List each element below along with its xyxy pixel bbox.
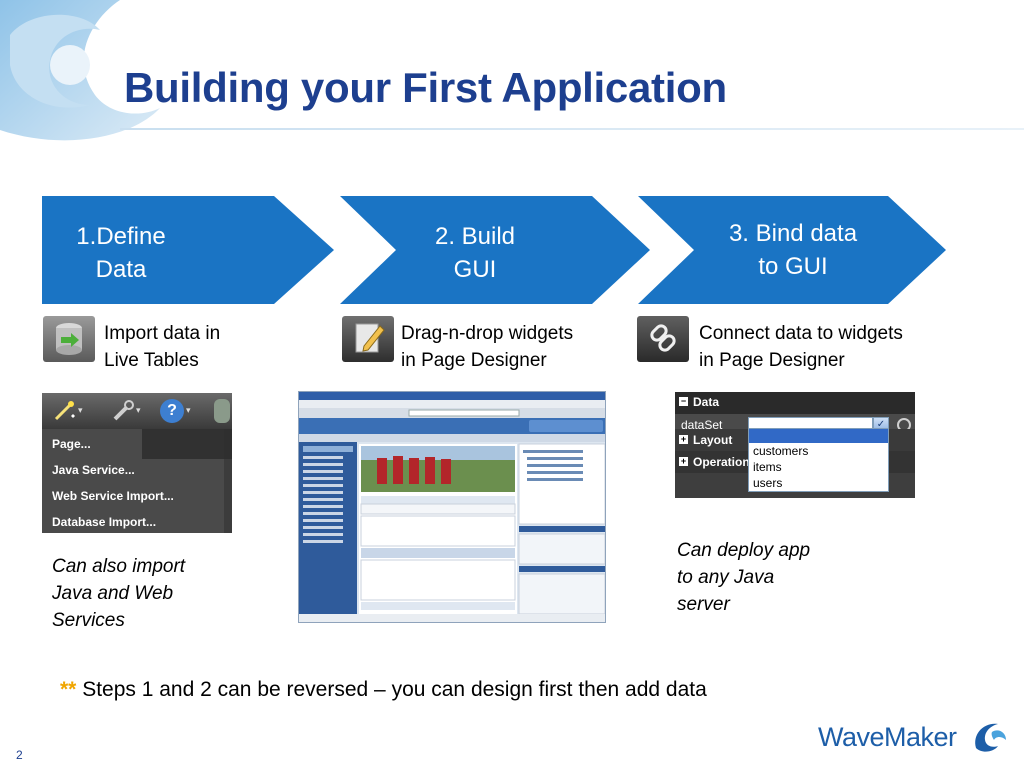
desc-1-line1: Import data in: [104, 323, 221, 344]
step-3-line2: to GUI: [758, 253, 828, 280]
collapse-icon: −: [679, 396, 688, 406]
step-1-line2: Data: [95, 256, 147, 283]
wave-logo-decoration: [0, 0, 160, 141]
menu-item-web-service-import[interactable]: Web Service Import...: [52, 489, 174, 503]
desc-2-line1: Drag-n-drop widgets: [401, 323, 574, 344]
footer-note: ** Steps 1 and 2 can be reversed – you c…: [60, 678, 707, 702]
step-3-line1: 3. Bind data: [728, 220, 858, 247]
step-2-line1: 2. Build: [434, 223, 516, 250]
step-2-chevron: 2. Build GUI: [340, 196, 650, 304]
footer-text: Steps 1 and 2 can be reversed – you can …: [76, 678, 707, 701]
chevron-down-icon: ▾: [136, 405, 141, 415]
desc-3-line2: in Page Designer: [699, 350, 845, 371]
dropdown-option-customers[interactable]: customers: [753, 444, 809, 458]
page-title: Building your First Application: [124, 64, 727, 111]
database-import-icon: [43, 316, 95, 362]
note-left-line1: Can also import: [52, 556, 186, 577]
dropdown-option-items[interactable]: items: [753, 460, 782, 474]
help-icon: ?: [160, 399, 184, 423]
menu-item-java-service[interactable]: Java Service...: [52, 463, 135, 477]
operation-label: Operation: [693, 455, 750, 469]
desc-2-line2: in Page Designer: [401, 350, 547, 371]
header-divider: [120, 128, 1024, 130]
magic-wand-icon: [52, 399, 78, 423]
menu-toolbar: ▾ ▾ ? ▾: [42, 393, 232, 429]
menu-item-database-import[interactable]: Database Import...: [52, 515, 157, 529]
brand-logo-text: WaveMaker: [818, 722, 957, 752]
pencil-edit-icon: [342, 316, 394, 362]
dataset-dropdown-list: customers items users: [748, 428, 889, 492]
note-left-line3: Services: [52, 610, 125, 631]
dropdown-highlight: [749, 429, 888, 443]
import-menu-list: Page... Java Service... Web Service Impo…: [42, 429, 224, 533]
data-header-label: Data: [693, 395, 720, 409]
chevron-down-icon: ▾: [186, 405, 191, 415]
page-designer-screenshot: [298, 391, 606, 623]
note-right-line2: to any Java: [677, 567, 775, 588]
desc-3-line1: Connect data to widgets: [699, 323, 903, 344]
expand-icon: +: [679, 456, 688, 466]
import-menu-screenshot: ▾ ▾ ? ▾ Page... Java Service... Web Serv…: [42, 393, 232, 533]
note-right-line3: server: [677, 594, 730, 615]
dataset-label: dataSet: [681, 418, 723, 432]
expand-icon: +: [679, 434, 688, 444]
step-2-line2: GUI: [453, 256, 497, 283]
desc-1-line2: Live Tables: [104, 350, 199, 371]
toolbar-overlay: [142, 429, 232, 459]
menu-item-page[interactable]: Page...: [52, 437, 91, 451]
chevron-down-icon: ▾: [78, 405, 83, 415]
gear-icon: [214, 399, 230, 423]
note-left-line2: Java and Web: [52, 583, 174, 604]
page-number: 2: [16, 748, 23, 762]
note-right-line1: Can deploy app: [677, 540, 811, 561]
data-section-header[interactable]: − Data: [675, 392, 915, 414]
step-1-line1: 1.Define: [76, 223, 166, 250]
wrench-icon: [110, 399, 136, 423]
step-1-chevron: 1.Define Data: [42, 196, 334, 304]
dropdown-option-users[interactable]: users: [753, 476, 783, 490]
link-chain-icon: [637, 316, 689, 362]
footer-stars: **: [60, 678, 77, 701]
step-3-chevron: 3. Bind data to GUI: [638, 196, 946, 304]
layout-label: Layout: [693, 433, 733, 447]
wavemaker-logo-icon: [975, 723, 1006, 752]
